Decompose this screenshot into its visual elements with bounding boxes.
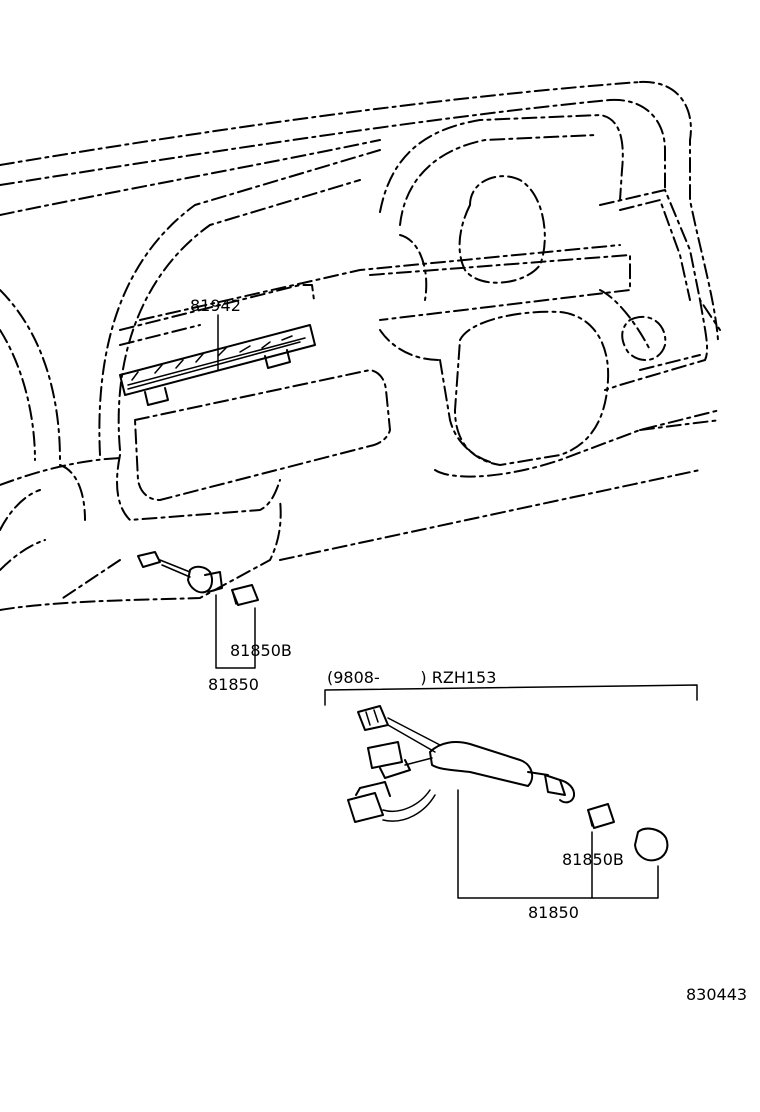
lower-bulb — [587, 803, 615, 829]
range-bracket — [324, 684, 698, 706]
upper-bulb — [231, 584, 259, 606]
label-bulb-lower: 81850B — [562, 850, 624, 869]
label-switch-panel: 81942 — [190, 296, 241, 315]
figure-code: 830443 — [686, 985, 747, 1004]
label-socket-lower: 81850 — [528, 903, 579, 922]
label-socket-upper: 81850 — [208, 675, 259, 694]
lower-bulb-cap — [634, 827, 669, 862]
lower-harness-assembly — [347, 705, 576, 823]
label-bulb-upper: 81850B — [230, 641, 292, 660]
heater-control-panel — [119, 284, 316, 406]
leader-lines-lower — [457, 789, 659, 899]
dashboard-outline — [0, 80, 721, 611]
leader-lines-upper — [215, 594, 256, 669]
label-range-text: (9808- ) RZH153 — [327, 668, 496, 687]
upper-socket-assembly — [137, 551, 223, 594]
